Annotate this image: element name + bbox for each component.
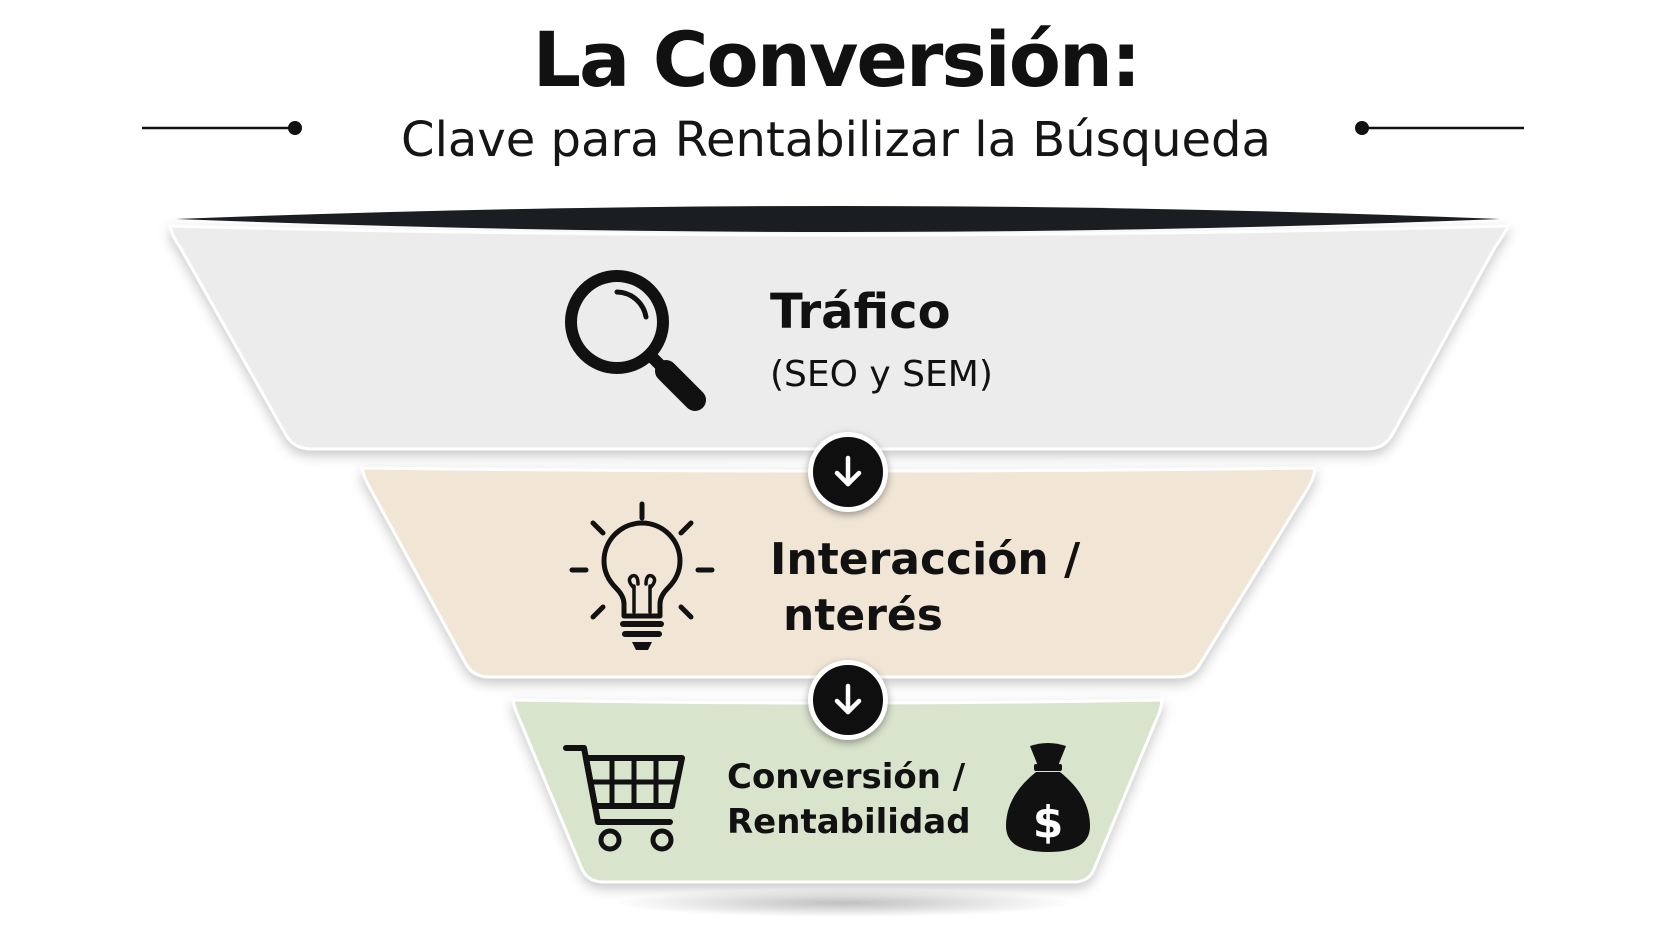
magnifying-glass-icon	[565, 270, 706, 411]
arrow-down-connector-1	[808, 432, 888, 512]
funnel-stage-traffic	[168, 224, 1511, 451]
shopping-cart-icon	[563, 745, 685, 852]
lightbulb-icon	[569, 501, 715, 650]
funnel-stage-interest	[360, 466, 1317, 679]
funnel-stage-conversion	[511, 698, 1164, 884]
funnel-rim	[176, 206, 1500, 232]
money-bag-icon: $	[1006, 743, 1090, 852]
stage-interest-title-line1: Interacción /	[770, 534, 1081, 585]
svg-text:$: $	[1033, 797, 1064, 848]
arrow-down-icon	[834, 455, 862, 487]
left-divider-line	[142, 121, 302, 135]
page-subtitle: Clave para Rentabilizar la Búsqueda	[401, 112, 1271, 168]
stage-traffic-subtitle: (SEO y SEM)	[770, 354, 993, 395]
stage-traffic-title: Tráfico	[770, 284, 951, 340]
right-divider-line	[1355, 121, 1524, 135]
funnel-ground-shadow	[613, 889, 1073, 917]
stage-conversion-title-line2: Rentabilidad	[727, 802, 971, 842]
arrow-down-icon	[834, 683, 862, 715]
page-title: La Conversión:	[532, 15, 1142, 104]
stage-interest-title-line2: nterés	[783, 590, 943, 641]
stage-conversion-title-line1: Conversión /	[727, 757, 966, 797]
arrow-down-connector-2	[808, 660, 888, 740]
